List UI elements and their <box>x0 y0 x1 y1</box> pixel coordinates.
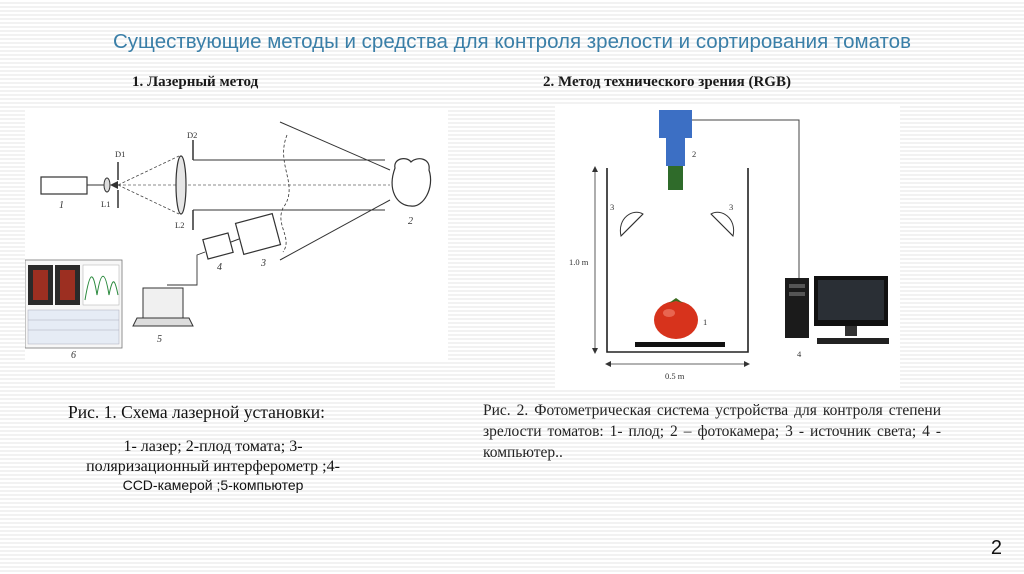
monitor-stand <box>845 326 857 336</box>
keyboard <box>817 338 889 344</box>
camera-lens <box>668 166 683 190</box>
screenshot-table <box>28 310 119 344</box>
vision-figure-caption: Рис. 2. Фотометрическая система устройст… <box>483 401 941 464</box>
camera-neck <box>666 138 685 166</box>
pc-drive <box>789 292 805 296</box>
label-l2: L2 <box>175 220 184 230</box>
label-laser: 1 <box>59 200 64 211</box>
lens-l2 <box>176 156 186 214</box>
tomato-highlight <box>663 309 675 317</box>
label-d1: D1 <box>115 149 125 159</box>
laptop-screen <box>143 288 183 318</box>
screenshot-heatmap-2 <box>60 270 75 300</box>
data-cable <box>167 252 205 285</box>
label-computer: 5 <box>157 334 162 345</box>
page-number: 2 <box>991 537 1002 560</box>
interferometer <box>236 214 281 255</box>
beam-focus <box>110 181 118 189</box>
label-camera: 2 <box>692 149 696 159</box>
camera-body <box>659 110 692 138</box>
pc-drive <box>789 284 805 288</box>
vision-setup-figure: 2 3 3 1 4 1.0 m 0.5 m <box>555 106 900 389</box>
light-source-left <box>620 212 643 236</box>
label-width: 0.5 m <box>665 371 685 381</box>
label-l1: L1 <box>101 199 110 209</box>
vision-setup-diagram: 2 3 3 1 4 1.0 m 0.5 m <box>555 106 900 389</box>
label-height: 1.0 m <box>569 257 589 267</box>
reflect-upper <box>280 122 390 170</box>
label-tomato: 2 <box>408 216 413 227</box>
ccd-camera <box>203 233 233 259</box>
laser-figure-legend: 1- лазер; 2-плод томата; 3- поляризацион… <box>28 437 398 495</box>
ccd-link <box>231 239 239 242</box>
label-light-left: 3 <box>610 202 614 212</box>
label-d2: D2 <box>187 130 197 140</box>
tomato <box>654 301 698 339</box>
label-light-right: 3 <box>729 202 733 212</box>
camera-cable <box>692 120 799 278</box>
laser-figure-caption: Рис. 1. Схема лазерной установки: <box>68 402 325 423</box>
label-computer: 4 <box>797 349 802 359</box>
reflect-lower <box>280 200 390 260</box>
legend-line-3: CCD-камерой ;5-компьютер <box>28 477 398 495</box>
slide-title: Существующие методы и средства для контр… <box>0 30 1024 54</box>
label-interferometer: 3 <box>260 258 266 269</box>
wavefront <box>281 135 289 252</box>
laser-method-subtitle: 1. Лазерный метод <box>132 74 258 91</box>
screenshot-heatmap-1 <box>33 270 48 300</box>
label-screenshot: 6 <box>71 350 76 361</box>
light-source-right <box>711 212 734 236</box>
laser-setup-diagram: D1 D2 L1 L2 1 2 3 4 5 6 <box>25 110 448 362</box>
monitor-screen <box>818 280 884 320</box>
laser-source <box>41 177 87 194</box>
label-fruit: 1 <box>703 317 707 327</box>
laptop-base <box>133 318 193 326</box>
vision-method-subtitle: 2. Метод технического зрения (RGB) <box>543 74 791 91</box>
laser-setup-figure: D1 D2 L1 L2 1 2 3 4 5 6 <box>25 110 448 362</box>
legend-line-2: поляризационный интерферометр ;4- <box>28 457 398 477</box>
label-ccd: 4 <box>217 262 222 273</box>
lens-l1 <box>104 178 110 192</box>
legend-line-1: 1- лазер; 2-плод томата; 3- <box>28 437 398 457</box>
sample-plate <box>635 342 725 347</box>
tomato-fruit <box>392 159 430 207</box>
